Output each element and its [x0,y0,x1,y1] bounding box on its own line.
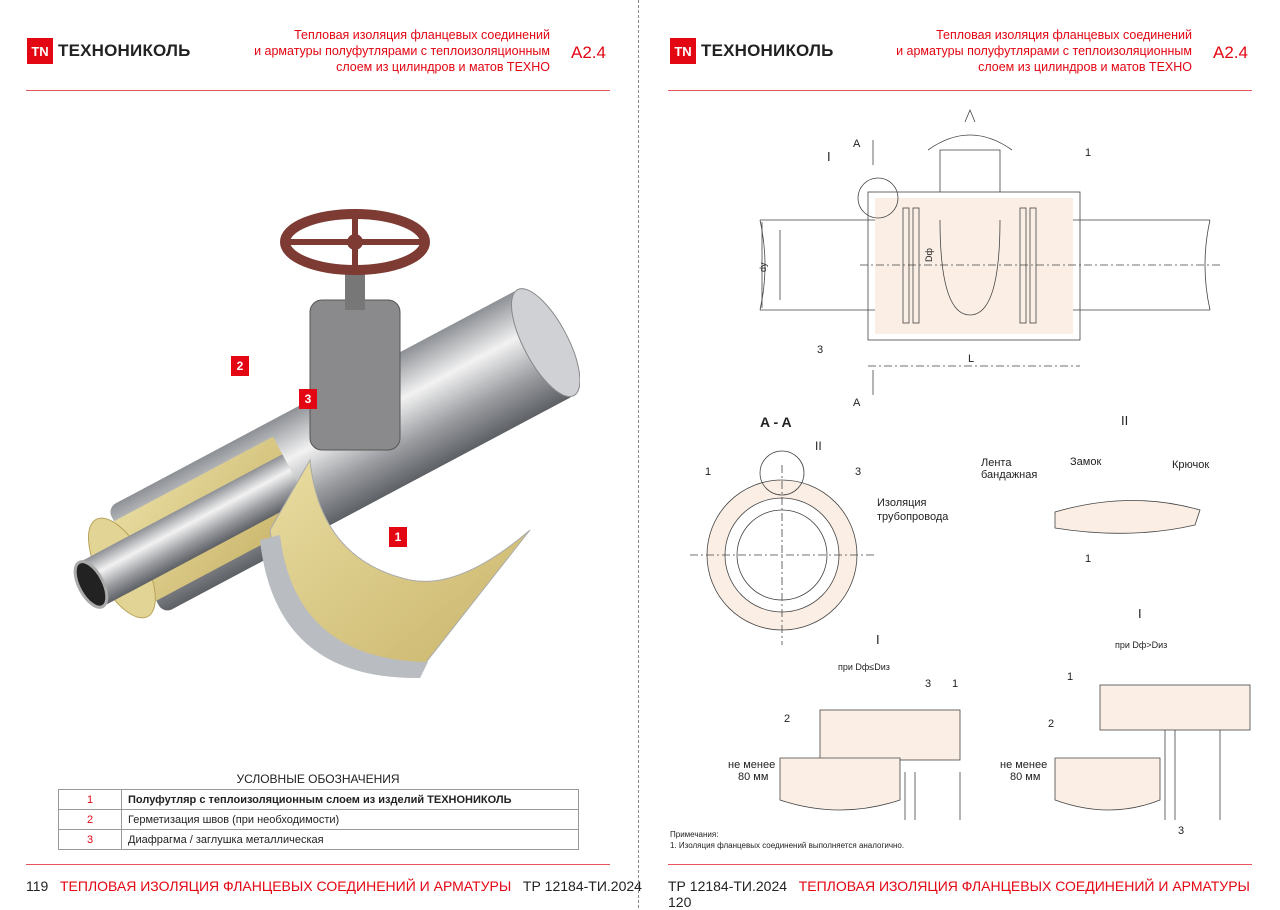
position-1-label: 1 [1067,671,1073,683]
detail-I-title: I [1138,606,1142,621]
dimension-Df: Dф [924,248,934,262]
legend-num: 1 [58,789,122,810]
lock-label: Замок [1070,456,1101,468]
hook-label: Крючок [1172,459,1209,471]
elevation-view [759,108,1220,395]
marker-3: 3 [299,389,317,409]
min-distance-label: 80 мм [738,771,768,783]
detail-callout-II: II [815,439,822,453]
position-1-label: 1 [705,466,711,478]
notes: Примечания: 1. Изоляция фланцевых соедин… [670,829,904,851]
pipe [79,454,306,607]
detail-I-title: I [876,632,880,647]
legend-text: Диафрагма / заглушка металлическая [121,829,579,850]
brand-logo: TN ТЕХНОНИКОЛЬ [670,38,834,64]
header-divider [26,90,610,91]
band-label: Лента [981,457,1012,469]
position-3-label: 3 [817,344,823,356]
footer-section: ТЕПЛОВАЯ ИЗОЛЯЦИЯ ФЛАНЦЕВЫХ СОЕДИНЕНИЙ И… [60,878,512,894]
page-number: 120 [668,894,692,910]
detail-I-right [1054,684,1251,820]
page-separator [638,0,639,908]
footer-section: ТЕПЛОВАЯ ИЗОЛЯЦИЯ ФЛАНЦЕВЫХ СОЕДИНЕНИЙ И… [798,878,1250,894]
header-title-line: слоем из цилиндров и матов ТЕХНО [978,60,1192,74]
header-title-line: Тепловая изоляция фланцевых соединений [936,28,1192,42]
right-footer: ТР 12184-ТИ.2024 ТЕПЛОВАЯ ИЗОЛЯЦИЯ ФЛАНЦ… [668,878,1280,910]
logo-text: ТЕХНОНИКОЛЬ [701,41,834,60]
footer-divider [668,864,1252,865]
footer-divider [26,864,610,865]
note-item: 1. Изоляция фланцевых соединений выполня… [670,841,905,850]
legend-num: 2 [58,809,122,830]
detail-I-left [779,709,961,820]
header-title-line: и арматуры полуфутлярами с теплоизоляцио… [254,44,550,58]
min-distance-label: не менее [728,759,775,771]
logo-mark: TN [670,38,696,64]
insulation-label: трубопровода [877,511,949,523]
position-2-label: 2 [784,713,790,725]
legend-text: Полуфутляр с теплоизоляционным слоем из … [121,789,579,810]
header-title: Тепловая изоляция фланцевых соединений и… [190,27,550,75]
condition-gt: при Dф>Dиз [1115,640,1167,650]
legend-title: УСЛОВНЫЕ ОБОЗНАЧЕНИЯ [236,772,400,786]
header-title-line: слоем из цилиндров и матов ТЕХНО [336,60,550,74]
min-distance-label: не менее [1000,759,1047,771]
section-mark-top: A [853,138,861,150]
section-code: A2.4 [1213,43,1248,62]
footer-doc: ТР 12184-ТИ.2024 [668,878,788,894]
dimension-dy: dу [758,262,768,272]
valve-body [309,299,401,451]
min-distance-label: 80 мм [1010,771,1040,783]
footer-doc: ТР 12184-ТИ.2024 [522,878,642,894]
band-label: бандажная [981,469,1037,481]
position-3-label: 3 [1178,825,1184,837]
brand-logo: TN ТЕХНОНИКОЛЬ [27,38,191,64]
section-code: A2.4 [571,43,606,62]
valve-stem [345,270,365,310]
left-footer: 119 ТЕПЛОВАЯ ИЗОЛЯЦИЯ ФЛАНЦЕВЫХ СОЕДИНЕН… [26,878,642,894]
header-title-line: Тепловая изоляция фланцевых соединений [294,28,550,42]
detail-II-title: II [1121,413,1128,428]
header-title-line: и арматуры полуфутлярами с теплоизоляцио… [896,44,1192,58]
section-title: A - A [760,414,792,430]
header-title: Тепловая изоляция фланцевых соединений и… [832,27,1192,75]
technical-drawing: A A I 1 3 dу Dф L A - A II II 1 3 Изоляц… [690,108,1251,837]
section-mark-bottom: A [853,397,861,409]
header-divider [668,90,1252,91]
marker-2: 2 [231,356,249,376]
position-3-label: 3 [925,678,931,690]
detail-callout-I: I [827,149,831,164]
insulation-label: Изоляция [877,497,927,509]
position-2-label: 2 [1048,718,1054,730]
position-1-label: 1 [1085,147,1091,159]
notes-title: Примечания: [670,830,719,839]
legend-num: 3 [58,829,122,850]
condition-le: при Dф≤Dиз [838,662,890,672]
dimension-L: L [968,353,974,365]
marker-1: 1 [389,527,407,547]
valve-insulation-render [73,209,580,679]
section-aa-view [690,450,875,645]
page-number: 119 [26,878,49,894]
position-3-label: 3 [855,466,861,478]
position-1-label: 1 [1085,553,1091,565]
logo-mark: TN [27,38,53,64]
position-1-label: 1 [952,678,958,690]
legend-text: Герметизация швов (при необходимости) [121,809,579,830]
logo-text: ТЕХНОНИКОЛЬ [58,41,191,60]
detail-II-drawing [1054,500,1201,534]
